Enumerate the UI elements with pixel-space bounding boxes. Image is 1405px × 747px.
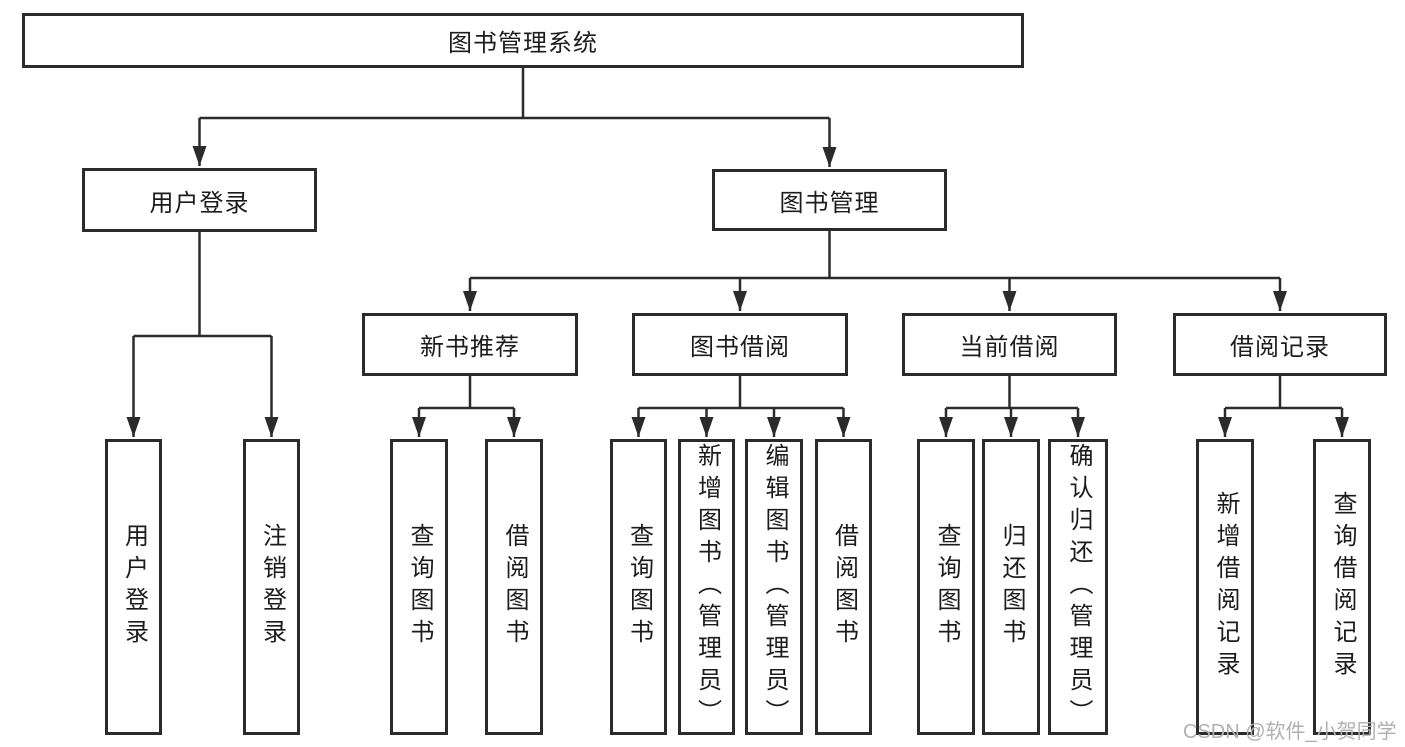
node-book-management: 图书管理 <box>712 169 947 231</box>
leaf-logout: 注销登录 <box>243 439 300 735</box>
leaf-edit-books-admin: 编辑图书（管理员） <box>745 439 803 735</box>
node-book-management-label: 图书管理 <box>779 189 880 217</box>
watermark: CSDN @软件_小贺同学 <box>1183 721 1397 743</box>
leaf-add-borrow-record-label: 新增借阅记录 <box>1212 491 1239 683</box>
leaf-user-login-label: 用户登录 <box>120 523 148 651</box>
node-new-book-recommendation-label: 新书推荐 <box>420 334 520 361</box>
connector-rails <box>133 68 1342 410</box>
leaf-borrow-books-recommend-label: 借阅图书 <box>501 523 528 651</box>
node-current-borrowing-label: 当前借阅 <box>959 334 1060 361</box>
node-user-login: 用户登录 <box>82 168 317 232</box>
node-library-system: 图书管理系统 <box>22 13 1024 68</box>
leaf-borrow-books-borrowing-label: 借阅图书 <box>830 523 858 651</box>
leaf-logout-label: 注销登录 <box>258 523 286 651</box>
leaf-add-borrow-record: 新增借阅记录 <box>1196 439 1254 735</box>
leaf-edit-books-admin-label: 编辑图书（管理员） <box>761 443 788 731</box>
leaf-confirm-return-admin-label: 确认归还（管理员） <box>1065 443 1092 731</box>
leaf-query-books-current-label: 查询图书 <box>933 523 960 651</box>
node-book-borrowing-label: 图书借阅 <box>690 334 790 361</box>
leaf-query-books-borrowing-label: 查询图书 <box>625 523 653 651</box>
leaf-return-books: 归还图书 <box>982 439 1040 735</box>
leaf-add-books-admin: 新增图书（管理员） <box>678 439 735 735</box>
node-new-book-recommendation: 新书推荐 <box>362 313 578 376</box>
leaf-add-books-admin-label: 新增图书（管理员） <box>693 443 721 731</box>
leaf-confirm-return-admin: 确认归还（管理员） <box>1048 439 1108 735</box>
connector-arrows <box>126 118 1349 437</box>
leaf-query-books-recommend: 查询图书 <box>390 439 448 735</box>
node-library-system-label: 图书管理系统 <box>448 30 598 57</box>
leaf-return-books-label: 归还图书 <box>998 523 1025 651</box>
node-borrowing-records-label: 借阅记录 <box>1230 334 1330 361</box>
node-borrowing-records: 借阅记录 <box>1173 313 1387 376</box>
leaf-user-login: 用户登录 <box>105 439 162 735</box>
leaf-borrow-books-recommend: 借阅图书 <box>485 439 543 735</box>
leaf-query-books-recommend-label: 查询图书 <box>406 523 433 651</box>
leaf-query-books-current: 查询图书 <box>917 439 975 735</box>
node-current-borrowing: 当前借阅 <box>902 313 1117 376</box>
leaf-query-books-borrowing: 查询图书 <box>610 439 667 735</box>
leaf-query-borrow-record: 查询借阅记录 <box>1313 439 1371 735</box>
leaf-query-borrow-record-label: 查询借阅记录 <box>1329 491 1356 683</box>
node-user-login-label: 用户登录 <box>149 189 250 217</box>
leaf-borrow-books-borrowing: 借阅图书 <box>815 439 872 735</box>
node-book-borrowing: 图书借阅 <box>632 313 848 376</box>
